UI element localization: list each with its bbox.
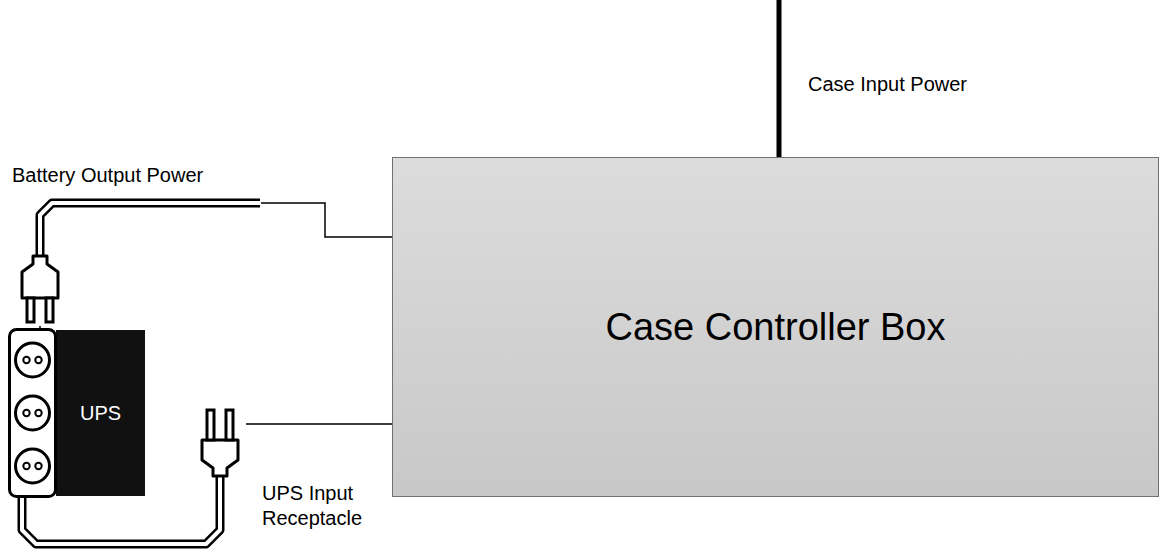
unit-name: UPS (80, 402, 121, 425)
input-wire (777, 0, 782, 157)
ups-label-area: UPS (56, 328, 145, 498)
ups-housing (56, 330, 145, 496)
power-cord-core (40, 203, 261, 262)
plug-body (22, 256, 58, 298)
receptacle-hole (35, 463, 41, 469)
receptacle (16, 449, 50, 483)
plug-prong (46, 298, 53, 322)
controller-box: Case Controller Box (392, 157, 1159, 497)
receptacle (16, 396, 50, 430)
ups-unit: UPS (8, 328, 145, 498)
outlet-strip (10, 330, 56, 497)
edge-label: Battery Output Power (10, 163, 254, 188)
plug-body (202, 440, 238, 476)
receptacle-hole (35, 357, 41, 363)
plug-prong (226, 410, 233, 440)
plug-prong (207, 410, 214, 440)
power-cord (40, 203, 260, 262)
power-line (40, 203, 392, 328)
receptacle (16, 343, 50, 377)
receptacle-hole (35, 410, 41, 416)
plug-prong (27, 298, 34, 322)
ups-shape (8, 328, 145, 498)
box-title: Case Controller Box (605, 306, 945, 349)
receptacle-hole (23, 463, 29, 469)
power-label: Case Input Power (806, 72, 969, 97)
receptacle-hole (23, 410, 29, 416)
receptacle-hole (23, 357, 29, 363)
edge-label: UPS Input Receptacle (260, 481, 382, 531)
